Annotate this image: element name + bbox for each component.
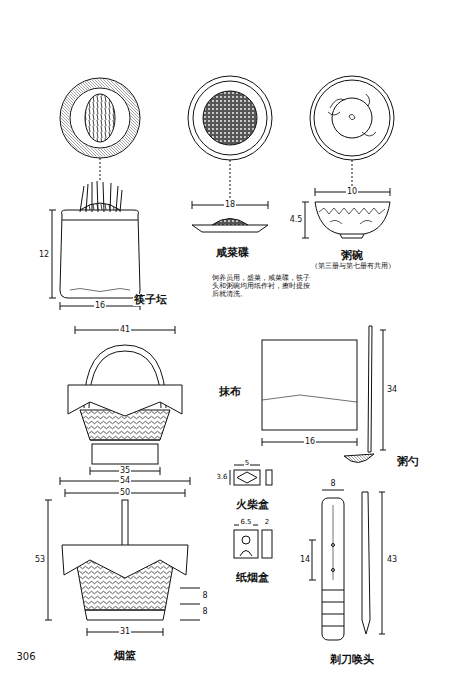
- dimension: 4.5: [289, 215, 304, 224]
- dimension: 31: [119, 627, 131, 636]
- dimension: 43: [386, 555, 398, 564]
- handled-basket: [68, 326, 182, 475]
- chopstick-jar: [49, 78, 140, 310]
- note: （第三册与第七册有共用）: [310, 262, 404, 270]
- dimension: 5: [244, 459, 250, 467]
- dimension: 12: [38, 250, 50, 259]
- cigarette-box: [234, 525, 272, 558]
- item-name: 筷子坛: [133, 294, 168, 307]
- item-name: 咸菜碟: [215, 247, 250, 260]
- dimension: 35: [119, 466, 131, 475]
- dimension: 16: [304, 437, 316, 446]
- dimension: 8: [201, 591, 208, 600]
- dimension: 53: [34, 555, 46, 564]
- cloth: [262, 340, 357, 446]
- dimension: 3.6: [215, 473, 228, 481]
- dimension: 41: [119, 325, 131, 334]
- dimension: 50: [119, 488, 131, 497]
- dimension: 18: [224, 200, 236, 209]
- smoke-basket: [45, 477, 200, 636]
- porridge-bowl: [302, 76, 394, 238]
- item-name: 烟篮: [113, 650, 137, 663]
- dimension: 16: [94, 301, 106, 310]
- item-name: 火柴盒: [235, 499, 270, 512]
- dimension: 54: [119, 476, 131, 485]
- dimension: 10: [346, 187, 358, 196]
- dimension: 2: [264, 518, 270, 526]
- dimension: 34: [386, 385, 398, 394]
- page-number: 306: [15, 651, 36, 663]
- barber-tongs: [309, 490, 385, 640]
- ladle: [344, 326, 386, 463]
- dimension: 8: [201, 607, 208, 616]
- item-name: 纸烟盒: [235, 572, 270, 585]
- dimension: 14: [299, 555, 311, 564]
- note: 饲养员用，盛菜，咸菜碟，筷子头和粥碗均用纸作衬，擦时提按后就清洗。: [211, 274, 313, 298]
- match-box: [230, 465, 272, 485]
- item-name: 抹布: [218, 386, 242, 399]
- item-name: 粥勺: [396, 456, 420, 469]
- dimension: 8: [329, 479, 336, 488]
- pickle-dish: [188, 76, 272, 232]
- item-name: 剃刀唤头: [329, 654, 375, 667]
- dimension: 6.5: [239, 518, 252, 526]
- item-name: 粥碗: [340, 250, 364, 263]
